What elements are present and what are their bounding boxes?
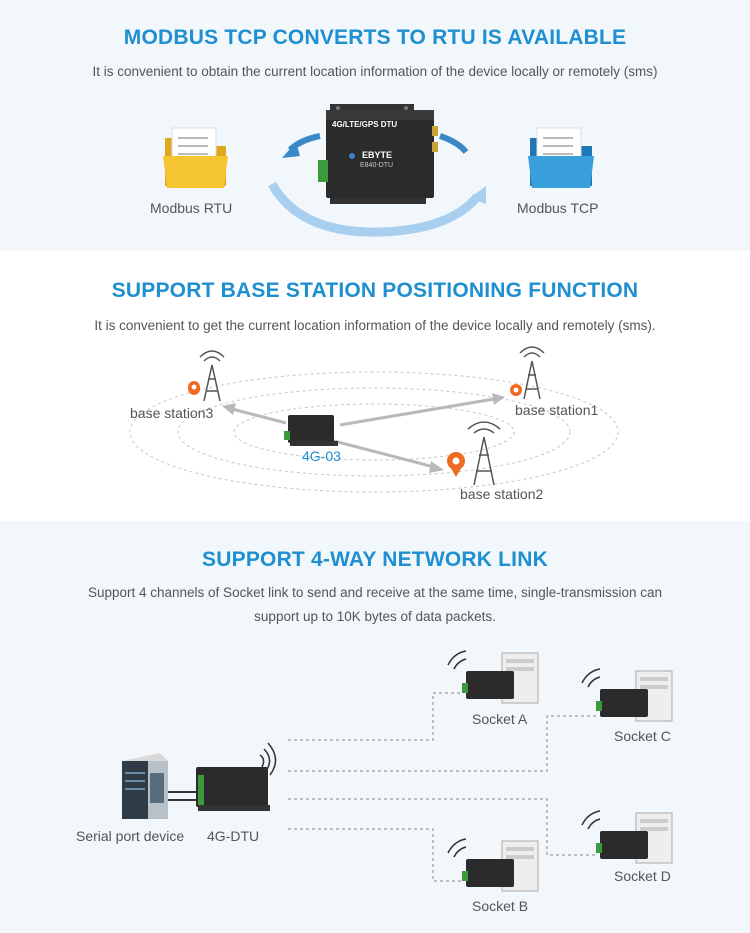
dtu-device-icon	[196, 742, 277, 811]
socket-a-node	[447, 650, 539, 704]
dtu-device-icon	[284, 415, 338, 446]
positioning-section: SUPPORT BASE STATION POSITIONING FUNCTIO…	[0, 253, 750, 519]
base-station2-label: base station2	[460, 486, 544, 502]
socket-links	[288, 692, 598, 882]
modbus-title: MODBUS TCP CONVERTS TO RTU IS AVAILABLE	[123, 26, 627, 49]
modbus-section: MODBUS TCP CONVERTS TO RTU IS AVAILABLE …	[0, 0, 750, 251]
network-subtitle-line2: support up to 10K bytes of data packets.	[254, 609, 496, 624]
base-station3-label: base station3	[130, 405, 214, 421]
network-title: SUPPORT 4-WAY NETWORK LINK	[202, 548, 548, 571]
base-station1-label: base station1	[515, 402, 599, 418]
network-subtitle-line1: Support 4 channels of Socket link to sen…	[87, 585, 663, 600]
serial-device-label: Serial port device	[76, 828, 185, 844]
socket-c-node	[581, 668, 673, 722]
device-model-line: 4G/LTE/GPS DTU	[332, 120, 398, 129]
positioning-title: SUPPORT BASE STATION POSITIONING FUNCTIO…	[111, 279, 639, 302]
socket-c-label: Socket C	[614, 728, 671, 744]
device-brand: EBYTE	[362, 150, 393, 160]
modbus-subtitle: It is convenient to obtain the current l…	[92, 64, 658, 79]
server-tower-icon	[122, 753, 168, 819]
socket-d-label: Socket D	[614, 868, 671, 884]
dtu-label: 4G-DTU	[207, 828, 260, 844]
socket-b-label: Socket B	[472, 898, 529, 914]
device-model: E840-DTU	[360, 162, 394, 169]
signal-arrows	[222, 393, 505, 473]
tower-icon	[199, 346, 545, 486]
modbus-tcp-label: Modbus TCP	[517, 200, 599, 216]
socket-d-node	[581, 810, 673, 864]
socket-a-label: Socket A	[472, 711, 528, 727]
device-label: 4G-03	[302, 448, 341, 464]
network-section: SUPPORT 4-WAY NETWORK LINK Support 4 cha…	[0, 521, 750, 933]
dtu-device-icon	[318, 104, 438, 204]
conversion-arrows	[268, 133, 486, 237]
location-pin-icon	[188, 381, 522, 477]
folder-yellow-icon	[163, 127, 228, 188]
folder-blue-icon	[528, 127, 594, 188]
modbus-diagram	[163, 104, 594, 237]
socket-b-node	[447, 838, 539, 892]
network-diagram	[122, 650, 673, 892]
positioning-subtitle: It is convenient to get the current loca…	[94, 318, 656, 333]
modbus-rtu-label: Modbus RTU	[150, 200, 233, 216]
positioning-diagram	[129, 346, 619, 493]
